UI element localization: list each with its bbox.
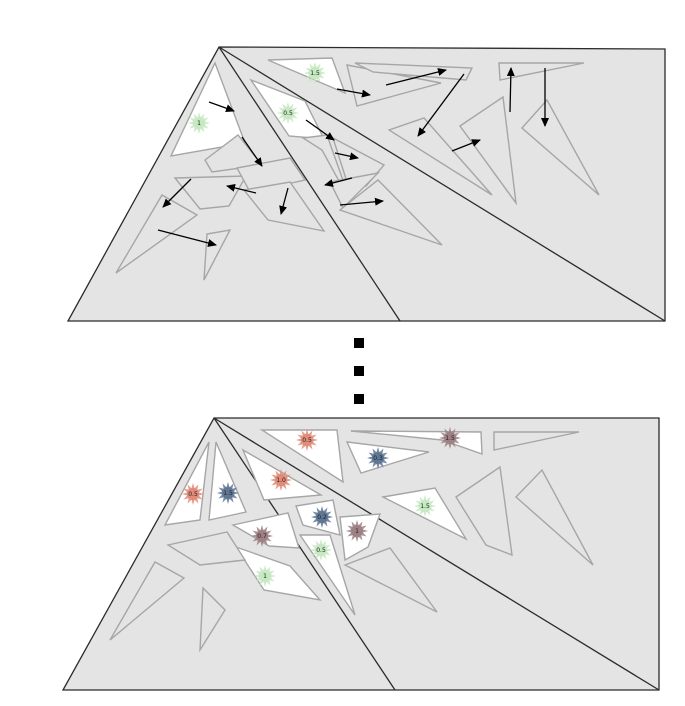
ellipsis-dot <box>354 394 364 404</box>
move-arrow <box>208 101 235 113</box>
puzzle-piece <box>455 465 513 557</box>
move-arrow <box>241 136 263 167</box>
badge-label: 0.2 <box>317 514 327 521</box>
badge: 1 <box>254 565 276 587</box>
puzzle-piece <box>338 179 443 246</box>
puzzle-piece <box>169 61 246 157</box>
panel-divider <box>213 417 660 691</box>
puzzle-piece <box>199 586 226 653</box>
move-arrow <box>336 88 371 98</box>
badge-core <box>309 67 321 79</box>
badge-label: 0.5 <box>302 437 312 444</box>
badge-core <box>351 525 363 537</box>
puzzle-piece <box>267 57 347 95</box>
badge: 1.5 <box>414 495 436 517</box>
puzzle-piece <box>115 194 199 274</box>
badge: 0.3 <box>367 447 389 469</box>
badge-label: 0.5 <box>316 547 326 554</box>
badge-label: 1.5 <box>420 503 430 510</box>
badge: 1.5 <box>304 62 326 84</box>
ellipsis-dot <box>354 366 364 376</box>
puzzle-piece <box>328 171 381 210</box>
puzzle-piece <box>514 468 594 566</box>
panel-divider <box>218 46 401 322</box>
badge: 0.5 <box>182 483 204 505</box>
badge-label: 1 <box>263 573 267 580</box>
puzzle-piece <box>343 547 438 613</box>
badge-core <box>222 487 234 499</box>
badge-core <box>187 488 199 500</box>
badge: 1.5 <box>439 427 461 449</box>
badge-core <box>444 432 456 444</box>
move-arrow <box>334 152 359 161</box>
badge-core <box>256 530 268 542</box>
move-arrow <box>506 67 515 113</box>
move-arrow <box>279 187 289 215</box>
puzzle-piece <box>234 545 322 602</box>
badge-label: 0.3 <box>373 455 383 462</box>
badge-core <box>282 107 294 119</box>
move-arrow <box>226 183 257 194</box>
puzzle-piece <box>459 95 518 206</box>
badge-core <box>275 474 287 486</box>
bottom-panel: 0.5 1.5 0.3 0.5 1.5 1.0 1.5 0.7 0.2 1 0.… <box>61 417 660 691</box>
badge: 0.5 <box>296 429 318 451</box>
panel-divider <box>218 46 666 322</box>
badge-label: 0.7 <box>257 533 267 540</box>
badge-core <box>259 570 271 582</box>
badge-core <box>372 452 384 464</box>
puzzle-piece <box>345 441 430 474</box>
badge: 1 <box>188 112 210 134</box>
puzzle-piece <box>387 117 493 196</box>
puzzle-piece <box>163 441 210 526</box>
move-arrow <box>417 73 465 137</box>
badge: 0.5 <box>310 539 332 561</box>
badge-label: 1 <box>197 120 201 127</box>
badge-label: 0.5 <box>188 491 198 498</box>
badge: 0.7 <box>251 525 273 547</box>
badge-label: 1.5 <box>223 490 233 497</box>
ellipsis-dot <box>354 338 364 348</box>
move-arrow <box>324 177 353 187</box>
badge-label: 1.5 <box>445 435 455 442</box>
move-arrow <box>451 139 481 152</box>
badge: 1 <box>346 520 368 542</box>
badge: 1.0 <box>270 469 292 491</box>
badge-core <box>419 500 431 512</box>
move-arrow <box>162 178 192 208</box>
move-arrow <box>385 68 447 86</box>
move-arrow <box>305 119 335 141</box>
puzzle-piece <box>259 429 344 484</box>
puzzle-piece <box>493 431 580 451</box>
badge-core <box>193 117 205 129</box>
puzzle-piece <box>109 561 186 641</box>
badge-label: 1.0 <box>276 477 286 484</box>
move-arrow <box>339 197 384 206</box>
move-arrow <box>157 229 217 247</box>
badge: 1.5 <box>217 482 239 504</box>
badge: 0.5 <box>277 102 299 124</box>
continuation-dots <box>354 338 364 404</box>
panel-divider <box>213 417 396 691</box>
badge-core <box>315 544 327 556</box>
badge-label: 0.5 <box>283 110 293 117</box>
badge-label: 1.5 <box>310 70 320 77</box>
badge-label: 1 <box>355 528 359 535</box>
top-panel: 1.5 1 0.5 <box>66 46 666 322</box>
puzzle-piece <box>498 62 585 81</box>
badge-core <box>301 434 313 446</box>
badge-core <box>316 511 328 523</box>
puzzle-piece <box>298 534 356 616</box>
badge: 0.2 <box>311 506 333 528</box>
puzzle-piece <box>166 531 247 566</box>
puzzle-piece <box>208 441 247 521</box>
